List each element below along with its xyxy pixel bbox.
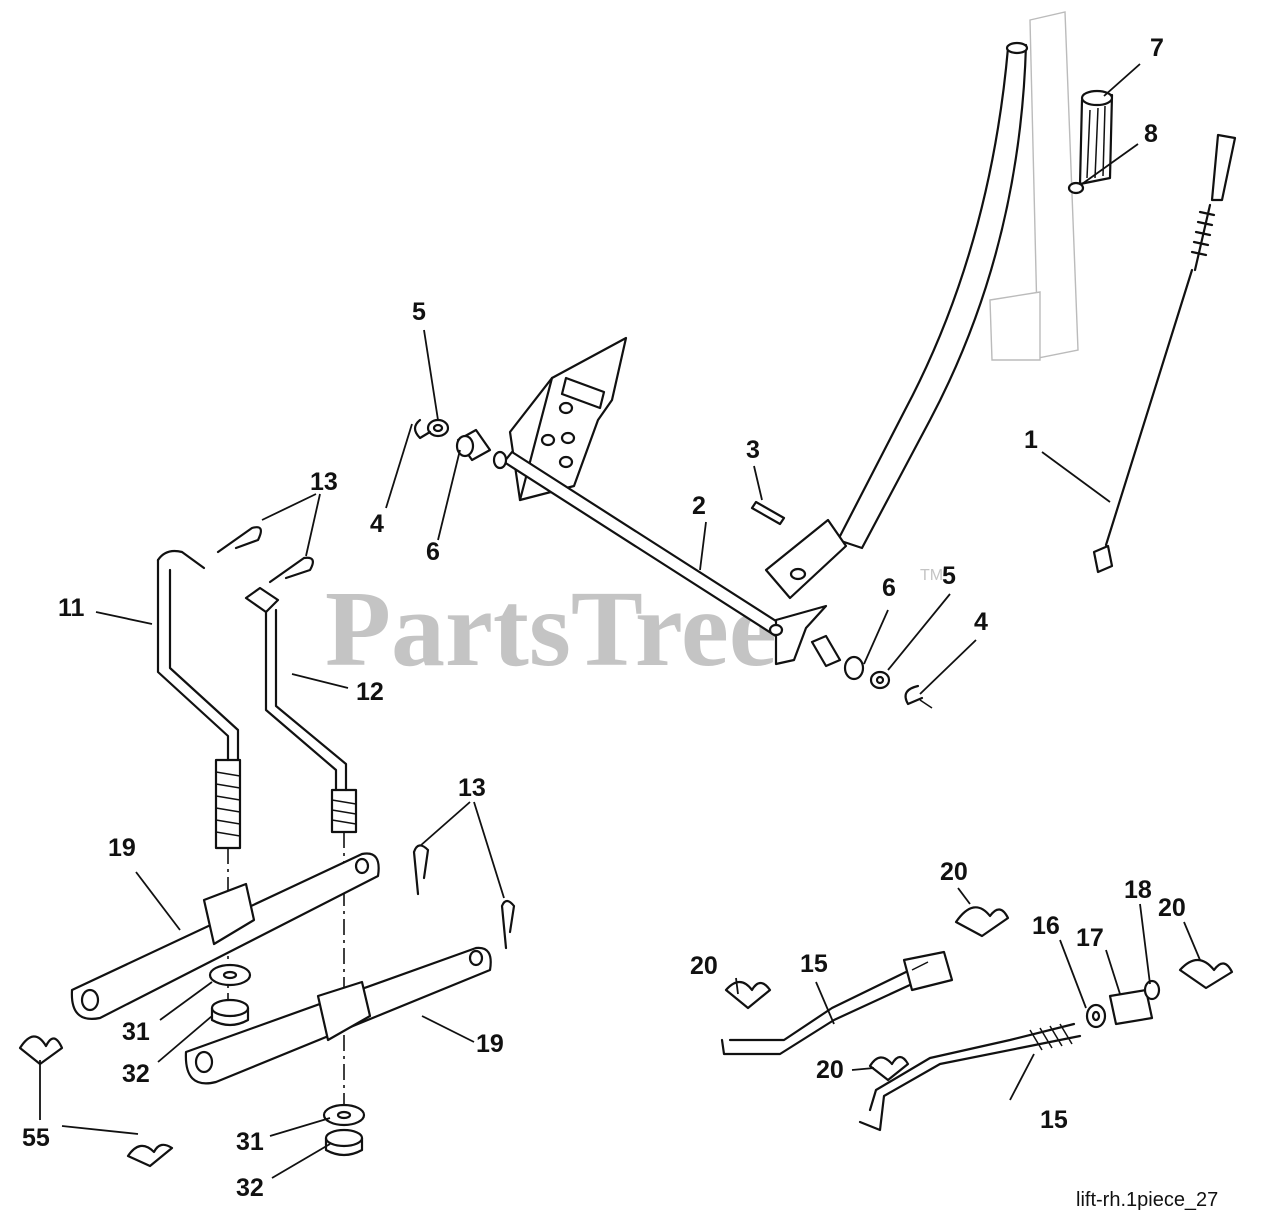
deck-link-rod-lower (858, 1022, 1082, 1132)
callout-2: 2 (692, 492, 706, 520)
hair-pin-upper (216, 526, 314, 584)
callout-55: 55 (22, 1124, 50, 1152)
callout-20-right: 20 (1158, 894, 1186, 922)
roll-pin (750, 500, 786, 526)
lift-arm-lower (184, 946, 492, 1085)
callout-20-bottom: 20 (816, 1056, 844, 1084)
callout-7: 7 (1150, 34, 1164, 62)
bow-tie-clips-20 (724, 906, 1234, 1082)
callout-3: 3 (746, 436, 760, 464)
callout-32-lower: 32 (236, 1174, 264, 1202)
callout-5-right: 5 (942, 562, 956, 590)
callout-11: 11 (58, 594, 85, 622)
callout-31-lower: 31 (236, 1128, 264, 1156)
callout-12: 12 (356, 678, 384, 706)
callout-6-right: 6 (882, 574, 896, 602)
diagram-caption: lift-rh.1piece_27 (1076, 1189, 1218, 1211)
lever-housing-ghost (989, 11, 1079, 361)
callout-19-upper: 19 (108, 834, 136, 862)
callout-15-lower: 15 (1040, 1106, 1068, 1134)
callout-4-right: 4 (974, 608, 988, 636)
leader-lines (39, 63, 1201, 1179)
ferrule-block-hardware (1085, 979, 1161, 1029)
watermark-trademark: TM (920, 567, 943, 584)
right-shaft-hardware (810, 634, 933, 709)
callout-18: 18 (1124, 876, 1152, 904)
callout-20-top: 20 (940, 858, 968, 886)
callout-6-left: 6 (426, 538, 440, 566)
callout-4-left: 4 (370, 510, 384, 538)
bow-tie-clips (18, 1035, 174, 1168)
callout-32-upper: 32 (122, 1060, 150, 1088)
callout-20-left: 20 (690, 952, 718, 980)
spacer-nut-lower (322, 1103, 366, 1157)
lift-shaft-bracket (508, 336, 628, 502)
lift-cable (1092, 133, 1237, 574)
callout-15-upper: 15 (800, 950, 828, 978)
callout-5-left: 5 (412, 298, 426, 326)
callout-8: 8 (1144, 120, 1158, 148)
lift-shaft (502, 450, 848, 666)
lift-arm-upper (70, 852, 380, 1020)
callout-31-upper: 31 (122, 1018, 150, 1046)
callout-labels: 1 2 3 4 4 5 5 6 6 7 8 11 12 13 13 15 15 … (22, 34, 1186, 1202)
left-shaft-hardware (413, 418, 508, 470)
deck-link-rod-upper (720, 950, 954, 1056)
spacer-nut-upper (208, 963, 252, 1027)
callout-1: 1 (1024, 426, 1038, 454)
callout-16: 16 (1032, 912, 1060, 940)
hair-pin-middle (412, 844, 516, 950)
watermark: PartsTree (325, 570, 777, 689)
lift-link-right (244, 586, 358, 834)
callout-13-middle: 13 (458, 774, 486, 802)
callout-13-upper: 13 (310, 468, 338, 496)
handle-grip (1078, 89, 1114, 186)
grip-ring (1067, 181, 1085, 195)
lift-lever-handle (836, 41, 1029, 550)
callout-17: 17 (1076, 924, 1104, 952)
lift-link-left (156, 549, 242, 850)
callout-19-lower: 19 (476, 1030, 504, 1058)
